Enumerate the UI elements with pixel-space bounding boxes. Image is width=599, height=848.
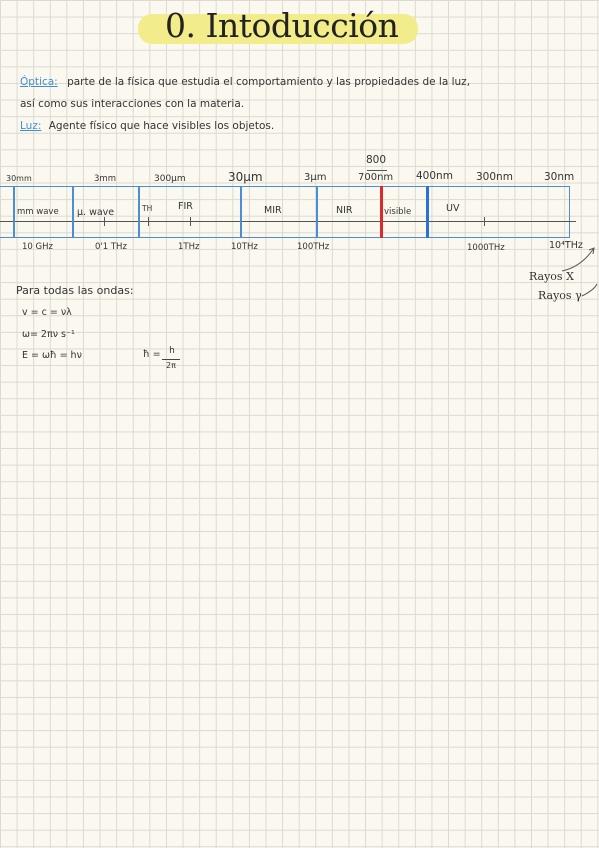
luz-term: Luz: [20, 120, 42, 132]
visible-upper-label: 800 [366, 154, 387, 166]
page-title: 0. Intoducción [165, 6, 399, 45]
wavelength-label: 30μm [228, 170, 263, 184]
frequency-label: 10⁴THz [549, 240, 583, 251]
title-highlight [138, 14, 418, 44]
frequency-label: 1000THz [467, 243, 505, 253]
band-label: mm wave [17, 207, 59, 217]
band-divider [13, 186, 15, 238]
rayos-arrows [561, 247, 598, 297]
spectrum-axis [0, 221, 576, 222]
frequency-label: 10 GHz [22, 242, 53, 252]
band-label: μ. wave [77, 207, 115, 218]
rayos-x-label: Rayos X [529, 270, 574, 283]
band-divider [240, 186, 242, 238]
band-label: MIR [264, 205, 282, 216]
frequency-label: 0'1 THz [95, 242, 127, 252]
band-label: UV [446, 203, 460, 214]
band-divider [72, 186, 74, 238]
waves-heading: Para todas las ondas: [16, 284, 134, 297]
optica-text-1: parte de la física que estudia el compor… [67, 76, 471, 88]
wavelength-label: 30nm [544, 171, 575, 183]
axis-tick [104, 217, 105, 226]
wavelength-label: 300nm [476, 171, 513, 183]
hbar-definition: ħ = [143, 349, 161, 360]
equation-angular-frequency: ω= 2πν s⁻¹ [22, 329, 75, 340]
band-divider [138, 186, 140, 238]
rayos-gamma-label: Rayos γ [538, 289, 582, 302]
axis-tick [190, 217, 191, 226]
optica-text-2: así como sus interacciones con la materi… [20, 98, 245, 110]
axis-tick [148, 217, 149, 226]
luz-line: Luz: Agente físico que hace visibles los… [20, 120, 274, 132]
frequency-label: 100THz [297, 242, 330, 252]
hbar-numerator: h [169, 346, 175, 356]
frequency-label: 1THz [178, 242, 200, 252]
band-label: FIR [178, 201, 193, 212]
equation-energy: E = ωħ = hν [22, 350, 82, 361]
wavelength-label: 700nm [358, 172, 394, 183]
optica-term: Óptica: [20, 76, 58, 88]
hbar-lhs: ħ = [143, 349, 161, 360]
hbar-fraction-bar [162, 359, 180, 360]
band-divider [316, 186, 318, 238]
wavelength-label: 300μm [154, 174, 186, 184]
optica-line: Óptica: parte de la física que estudia e… [20, 76, 470, 88]
equation-phase-velocity: v = c = νλ [22, 307, 72, 318]
band-label: NIR [336, 205, 353, 216]
spectrum-box [0, 186, 570, 238]
wavelength-label: 400nm [416, 170, 453, 182]
frequency-label: 10THz [231, 242, 258, 252]
wavelength-label: 30mm [6, 174, 32, 183]
band-label: visible [384, 207, 412, 217]
axis-tick [484, 217, 485, 226]
fraction-bar [367, 170, 387, 171]
visible-blue-boundary [426, 186, 429, 238]
luz-text: Agente físico que hace visibles los obje… [48, 120, 275, 132]
wavelength-label: 3μm [304, 172, 327, 183]
wavelength-label: 3mm [94, 174, 116, 184]
visible-red-boundary [380, 186, 383, 238]
hbar-denominator: 2π [166, 361, 176, 370]
band-label: TH [142, 204, 153, 213]
